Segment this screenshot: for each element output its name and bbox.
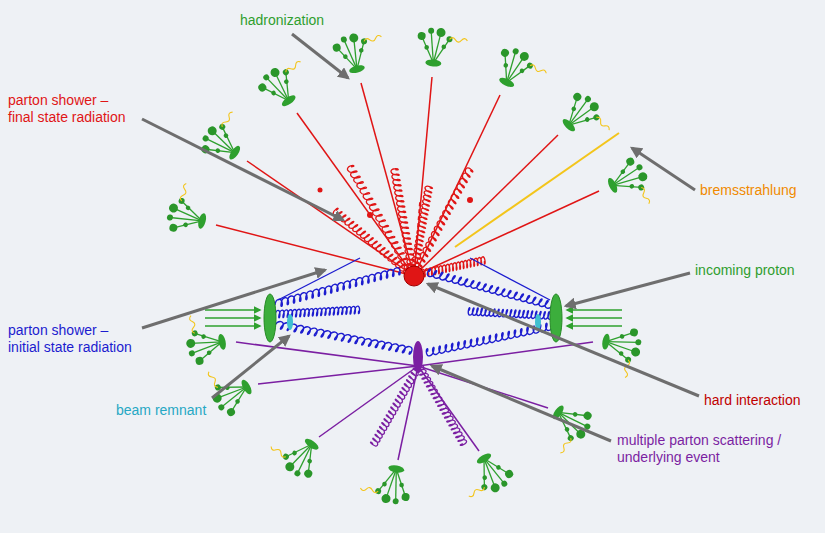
callout-label: bremsstrahlung xyxy=(700,182,797,199)
proton xyxy=(264,294,276,342)
underlying-event-lines xyxy=(236,342,593,460)
callout-label: parton shower – final state radiation xyxy=(8,92,136,126)
vertex-dots xyxy=(318,188,474,219)
hadron-clusters xyxy=(163,26,658,507)
callout-label: parton shower – initial state radiation xyxy=(8,322,140,356)
hard-vertex xyxy=(404,266,424,286)
callout-label: beam remnant xyxy=(116,402,206,419)
initial-state-lines xyxy=(278,258,550,300)
final-state-gluons xyxy=(332,164,485,279)
callout-label: hadronization xyxy=(240,12,324,29)
final-state-lines xyxy=(216,77,599,276)
callout-label: incoming proton xyxy=(695,262,795,279)
callout-label: hard interaction xyxy=(704,392,801,409)
leader-arrows xyxy=(142,34,699,441)
beam-remnant xyxy=(287,314,293,330)
photon-line xyxy=(455,133,619,247)
callout-label: multiple parton scattering / underlying … xyxy=(617,432,795,466)
mpi-vertex xyxy=(413,341,423,373)
